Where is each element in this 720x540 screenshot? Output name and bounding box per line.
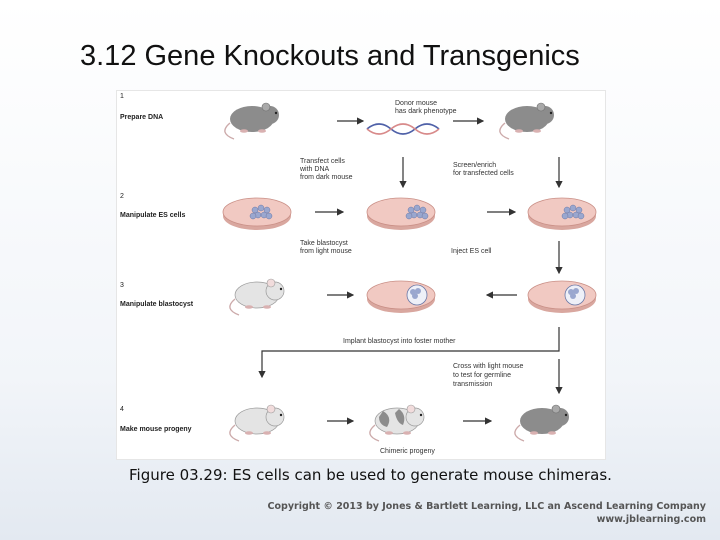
light-mouse bbox=[229, 278, 285, 316]
inject-label: Inject ES cell bbox=[451, 248, 492, 255]
step-4-label: Make mouse progeny bbox=[120, 426, 192, 433]
implant-label: Implant blastocyst into foster mother bbox=[343, 338, 456, 345]
culture-dish bbox=[527, 197, 597, 231]
dark-mouse bbox=[499, 102, 555, 140]
chimeric-mouse bbox=[369, 404, 425, 442]
chimeric-label: Chimeric progeny bbox=[380, 448, 435, 455]
foster-mother-mouse bbox=[229, 404, 285, 442]
blastocyst-label-1: Take blastocyst bbox=[300, 240, 348, 247]
copyright-notice: Copyright © 2013 by Jones & Bartlett Lea… bbox=[268, 500, 706, 526]
step-2-number: 2 bbox=[120, 193, 124, 200]
transfect-label-3: from dark mouse bbox=[300, 174, 353, 181]
screen-label-1: Screen/enrich bbox=[453, 162, 496, 169]
copyright-line: Copyright © 2013 by Jones & Bartlett Lea… bbox=[267, 501, 706, 512]
donor-label-1: Donor mouse bbox=[395, 100, 437, 107]
screen-label-2: for transfected cells bbox=[453, 170, 514, 177]
blastocyst bbox=[406, 284, 428, 306]
donor-label-2: has dark phenotype bbox=[395, 108, 457, 115]
slide-title: 3.12 Gene Knockouts and Transgenics bbox=[80, 40, 580, 72]
step-4-number: 4 bbox=[120, 406, 124, 413]
transfect-label-1: Transfect cells bbox=[300, 158, 345, 165]
dna-strand-b bbox=[366, 123, 440, 135]
implant-arrow bbox=[258, 327, 560, 379]
transfect-label-2: with DNA bbox=[299, 166, 330, 173]
publisher-url: www.jblearning.com bbox=[596, 514, 706, 525]
dark-progeny-mouse bbox=[514, 404, 570, 442]
blastocyst-label-2: from light mouse bbox=[300, 248, 352, 255]
step-1-number: 1 bbox=[120, 93, 124, 100]
figure-caption: Figure 03.29: ES cells can be used to ge… bbox=[129, 466, 612, 484]
figure-diagram: 1 Prepare DNA 2 Manipulate ES cells 3 Ma… bbox=[116, 90, 606, 460]
dark-donor-mouse bbox=[224, 102, 280, 140]
diagram-svg: 1 Prepare DNA 2 Manipulate ES cells 3 Ma… bbox=[120, 93, 597, 455]
step-1-label: Prepare DNA bbox=[120, 114, 163, 121]
injected-blastocyst bbox=[564, 284, 586, 306]
cross-label-1: Cross with light mouse bbox=[453, 363, 524, 370]
step-3-label: Manipulate blastocyst bbox=[120, 301, 194, 308]
cross-label-3: transmission bbox=[453, 381, 492, 388]
culture-dish bbox=[527, 280, 597, 314]
step-3-number: 3 bbox=[120, 282, 124, 289]
step-2-label: Manipulate ES cells bbox=[120, 212, 185, 219]
dna-strand-a bbox=[366, 123, 440, 135]
cross-label-2: to test for germline bbox=[453, 372, 511, 379]
